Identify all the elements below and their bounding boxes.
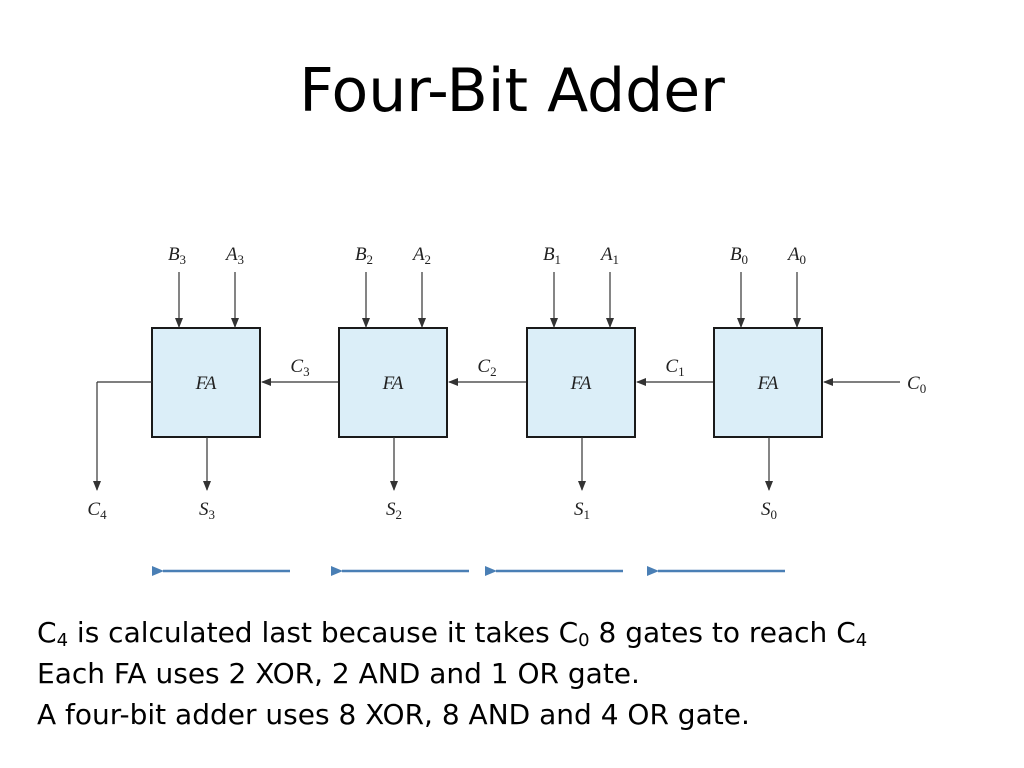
- input-b-0: B0: [730, 244, 748, 267]
- input-b-2: B2: [355, 244, 373, 267]
- note-line-1: C4 is calculated last because it takes C…: [37, 616, 868, 651]
- notes: C4 is calculated last because it takes C…: [37, 612, 1024, 735]
- output-s-0: S0: [761, 499, 777, 522]
- input-a-1: A1: [599, 244, 619, 267]
- slide-title: Four-Bit Adder: [299, 56, 725, 126]
- input-a-3: A3: [224, 244, 244, 267]
- fa-block-2: [338, 327, 448, 438]
- input-a-0: A0: [786, 244, 806, 267]
- note-line-2: Each FA uses 2 XOR, 2 AND and 1 OR gate.: [37, 657, 640, 690]
- input-b-3: B3: [168, 244, 186, 267]
- output-s-2: S2: [386, 499, 402, 522]
- fa-label-1: FA: [570, 373, 592, 394]
- fa-label-3: FA: [195, 373, 217, 394]
- carry-label-2: C2: [477, 356, 496, 379]
- carry-label-1: C1: [665, 356, 684, 379]
- fa-label-2: FA: [382, 373, 404, 394]
- note-line-3: A four-bit adder uses 8 XOR, 8 AND and 4…: [37, 698, 750, 731]
- input-b-1: B1: [543, 244, 561, 267]
- fa-block-0: [713, 327, 823, 438]
- fa-label-0: FA: [757, 373, 779, 394]
- fa-block-3: [151, 327, 261, 438]
- carry-label-3: C3: [290, 356, 309, 379]
- fa-block-1: [526, 327, 636, 438]
- input-a-2: A2: [411, 244, 431, 267]
- carry-label-0: C0: [907, 373, 926, 396]
- output-s-3: S3: [199, 499, 215, 522]
- carry-out-4: C4: [87, 499, 107, 522]
- output-s-1: S1: [574, 499, 590, 522]
